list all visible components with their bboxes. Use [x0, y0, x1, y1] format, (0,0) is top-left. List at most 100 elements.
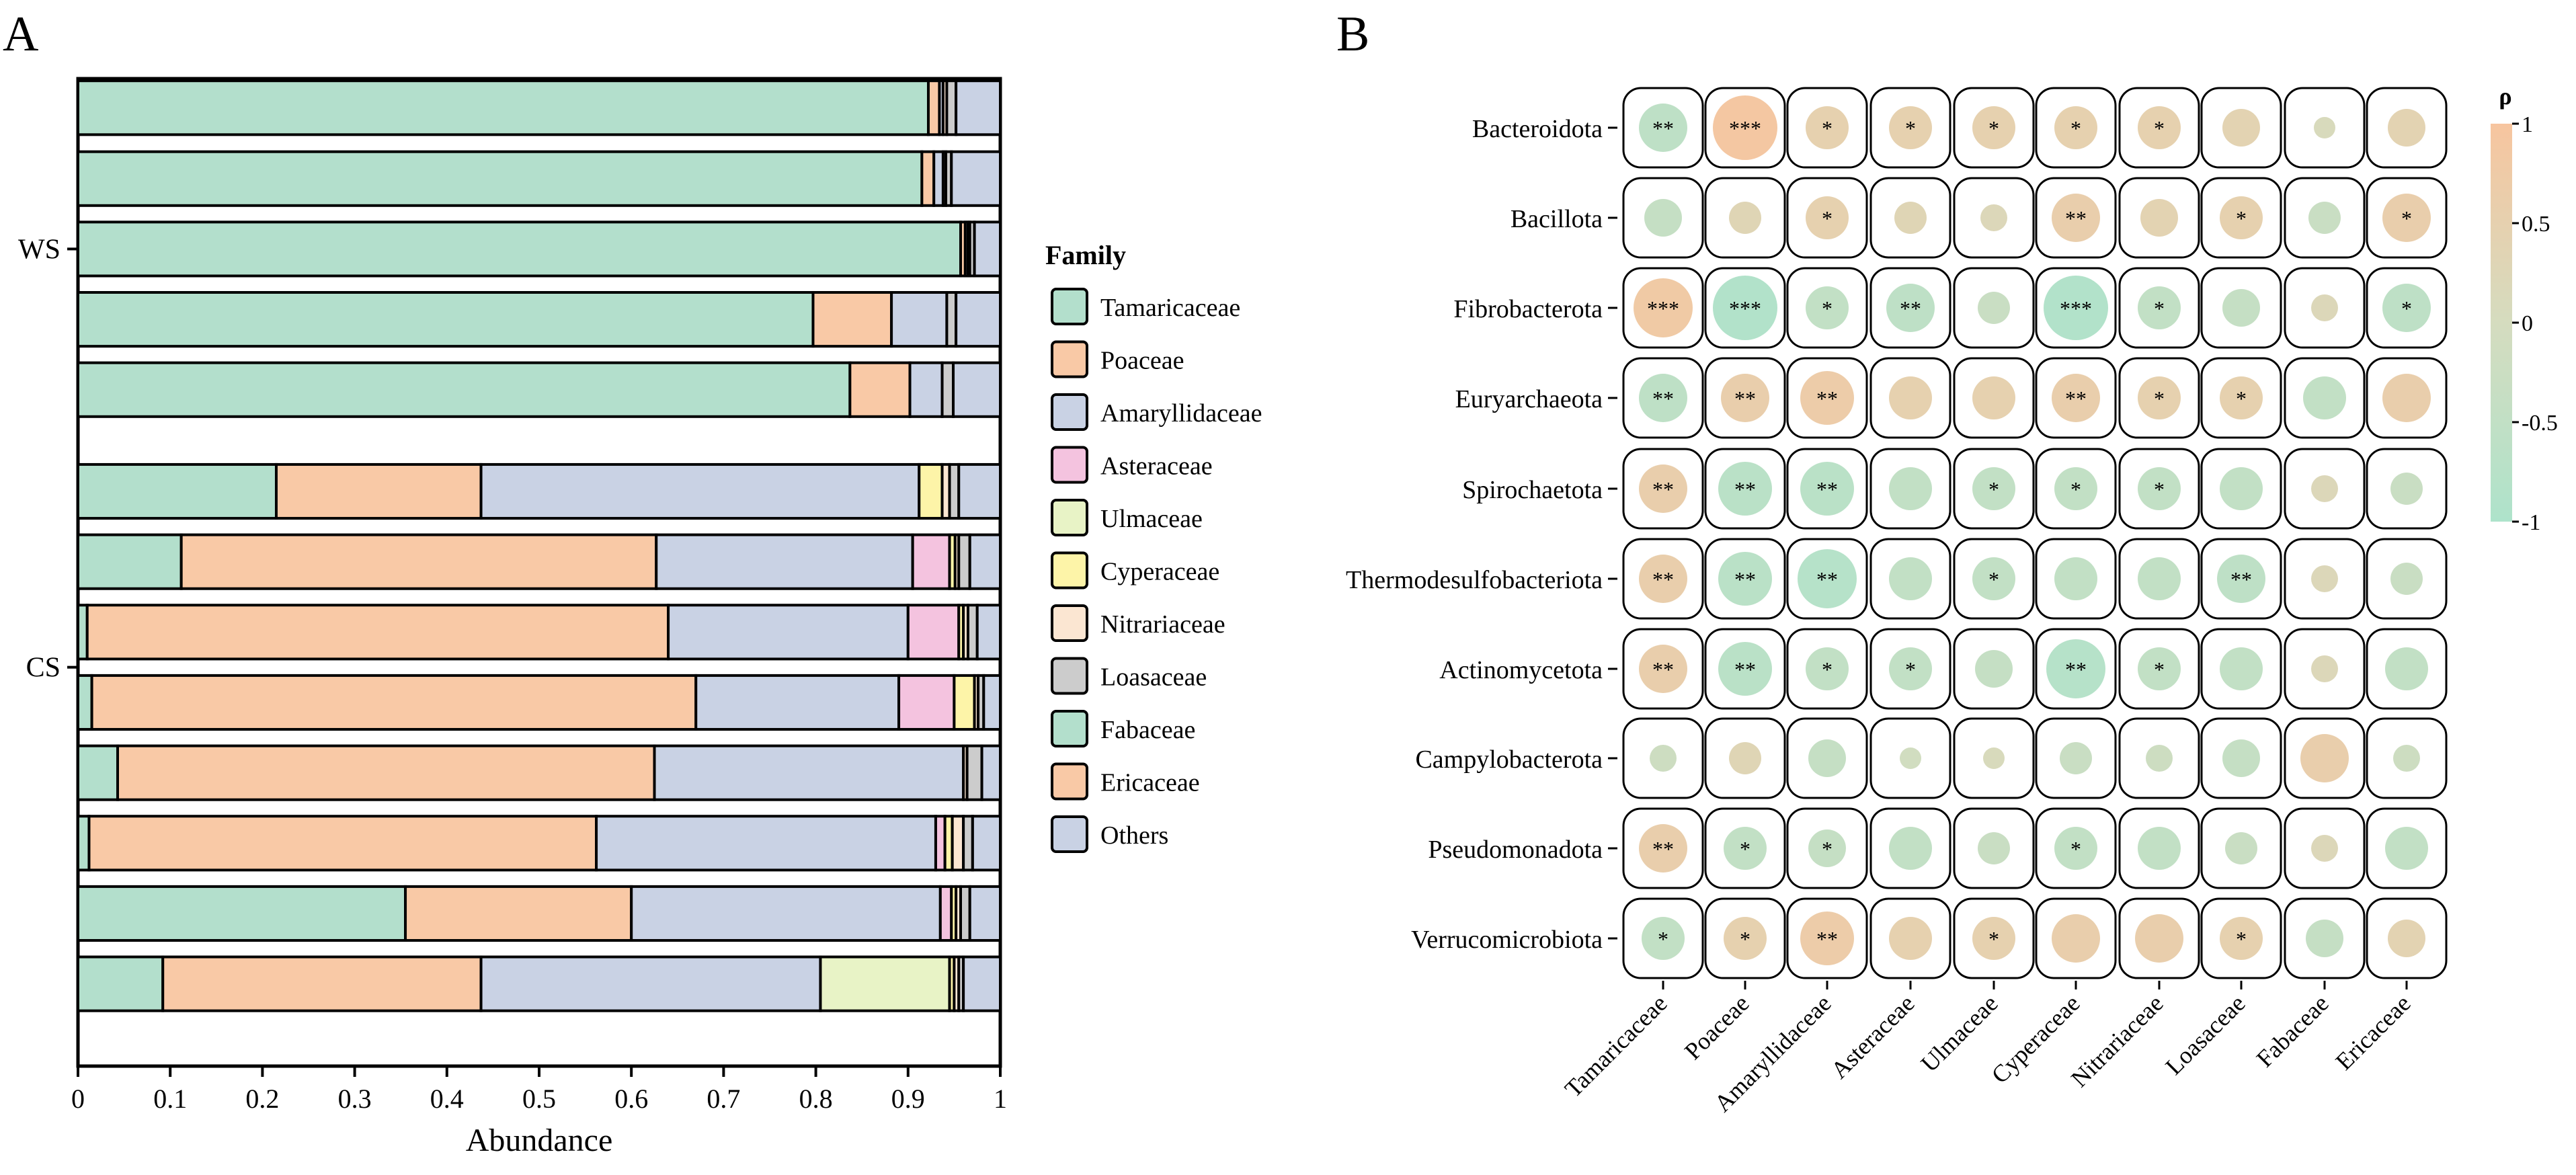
legend-swatch-ulmaceae [1051, 499, 1088, 536]
bar-segment-6-tamaricaceae [77, 533, 183, 590]
bar-segment-11-loasaceae [959, 885, 971, 942]
bar-segment-10-nitrariaceae [951, 815, 965, 872]
legend-swatch-tamaricaceae [1051, 288, 1088, 325]
legend-label-ulmaceae: Ulmaceae [1100, 505, 1203, 533]
corr-circle-7-9 [2393, 745, 2420, 772]
bar-segment-8-tamaricaceae [77, 674, 93, 731]
bar-segment-11-amaryllidaceae [630, 885, 942, 942]
legend-label-ericaceae: Ericaceae [1100, 769, 1200, 797]
corr-circle-0-3 [1889, 106, 1932, 149]
corr-circle-3-5 [2052, 374, 2100, 422]
bar-segment-4-poaceae [848, 361, 912, 418]
corr-circle-1-8 [2308, 202, 2341, 234]
sig-mark-2-6: * [2154, 296, 2165, 321]
corr-circle-7-0 [1650, 745, 1677, 772]
sig-mark-9-4: * [1988, 927, 1999, 951]
sig-mark-9-7: * [2236, 927, 2247, 951]
legend-swatch-fabaceae [1051, 710, 1088, 747]
corr-circle-6-9 [2385, 647, 2428, 690]
x-tick-label-8: 0.8 [799, 1084, 833, 1114]
bar-segment-12-ulmaceae [819, 955, 951, 1012]
bar-segment-6-others [968, 533, 1002, 590]
bar-segment-5-loasaceae [948, 462, 961, 520]
bar-segment-1-poaceae [920, 150, 936, 207]
bar-segment-12-tamaricaceae [77, 955, 165, 1012]
corr-circle-8-0 [1639, 824, 1687, 873]
sig-mark-4-2: ** [1816, 477, 1838, 501]
bar-segment-3-tamaricaceae [77, 290, 815, 348]
corr-circle-0-2 [1806, 106, 1849, 149]
colorbar-title: ρ [2499, 83, 2511, 110]
bar-segment-9-amaryllidaceae [653, 744, 965, 801]
row-label-thermodesulfobacteriota: Thermodesulfobacteriota [1346, 566, 1603, 594]
corr-circle-1-2 [1806, 196, 1849, 239]
sig-mark-6-2: * [1822, 657, 1833, 682]
bar-segment-4-others [952, 361, 1002, 418]
y-group-label-0: WS [18, 234, 61, 265]
x-tick-label-1: 0.1 [153, 1084, 187, 1114]
sig-mark-9-1: * [1740, 927, 1750, 951]
bar-segment-8-amaryllidaceae [694, 674, 901, 731]
corr-circle-9-1 [1724, 917, 1767, 960]
bar-segment-3-loasaceae [945, 290, 958, 348]
bar-segment-10-tamaricaceae [77, 815, 91, 872]
bar-segment-10-poaceae [87, 815, 598, 872]
corr-circle-8-3 [1889, 827, 1932, 870]
corr-circle-1-7 [2220, 196, 2263, 239]
bar-segment-5-poaceae [274, 462, 483, 520]
sig-mark-6-3: * [1905, 657, 1916, 682]
corr-circle-4-5 [2054, 467, 2097, 510]
corr-circle-5-4 [1972, 557, 2015, 600]
bar-segment-8-poaceae [90, 674, 698, 731]
sig-mark-5-0: ** [1652, 567, 1674, 592]
sig-mark-4-6: * [2154, 477, 2165, 501]
corr-circle-4-3 [1889, 467, 1932, 510]
sig-mark-5-4: * [1988, 567, 1999, 592]
colorbar-tick-label-4: -1 [2522, 510, 2540, 535]
family-legend: FamilyTamaricaceaePoaceaeAmaryllidaceaeA… [1045, 240, 1262, 853]
corr-circle-7-6 [2146, 745, 2173, 772]
sig-mark-1-5: ** [2065, 206, 2087, 231]
bar-segment-10-asteraceae [934, 815, 947, 872]
sig-mark-6-5: ** [2065, 657, 2087, 682]
x-tick-label-2: 0.2 [245, 1084, 279, 1114]
panel-a-label: A [3, 7, 38, 62]
x-tick-label-4: 0.4 [430, 1084, 464, 1114]
bar-segment-8-asteraceae [897, 674, 956, 731]
corr-circle-4-4 [1972, 467, 2015, 510]
corr-circle-2-6 [2138, 286, 2181, 329]
corr-circle-4-1 [1718, 462, 1772, 516]
corr-circle-1-6 [2140, 199, 2178, 237]
corr-circle-9-4 [1972, 917, 2015, 960]
col-label-poaceae: Poaceae [1679, 989, 1755, 1065]
x-tick-label-6: 0.6 [614, 1084, 648, 1114]
legend-swatch-amaryllidaceae [1051, 393, 1088, 431]
corr-circle-5-7 [2217, 555, 2265, 603]
corr-circle-6-4 [1975, 650, 2013, 688]
corr-circle-9-6 [2135, 914, 2183, 963]
corr-circle-7-4 [1983, 747, 2005, 769]
y-group-label-1: CS [26, 653, 61, 684]
legend-title: Family [1045, 240, 1126, 270]
corr-circle-0-7 [2222, 109, 2260, 147]
corr-circle-8-7 [2225, 832, 2257, 864]
sig-mark-0-6: * [2154, 116, 2165, 140]
corr-circle-3-1 [1721, 374, 1769, 422]
corr-circle-8-9 [2385, 827, 2428, 870]
bar-segment-12-others [962, 955, 1002, 1012]
colorbar-bar [2491, 124, 2512, 522]
corr-circle-0-6 [2138, 106, 2181, 149]
corr-circle-6-5 [2046, 639, 2105, 698]
sig-mark-3-1: ** [1734, 387, 1756, 411]
x-tick-label-5: 0.5 [522, 1084, 556, 1114]
bar-segment-11-poaceae [404, 885, 633, 942]
corr-circle-5-5 [2054, 557, 2097, 600]
bar-segment-5-tamaricaceae [77, 462, 278, 520]
sig-mark-0-4: * [1988, 116, 1999, 140]
sig-mark-4-1: ** [1734, 477, 1756, 501]
sig-mark-5-2: ** [1816, 567, 1838, 592]
corr-circle-1-5 [2052, 194, 2100, 242]
sig-mark-8-2: * [1822, 837, 1833, 861]
corr-circle-4-6 [2138, 467, 2181, 510]
